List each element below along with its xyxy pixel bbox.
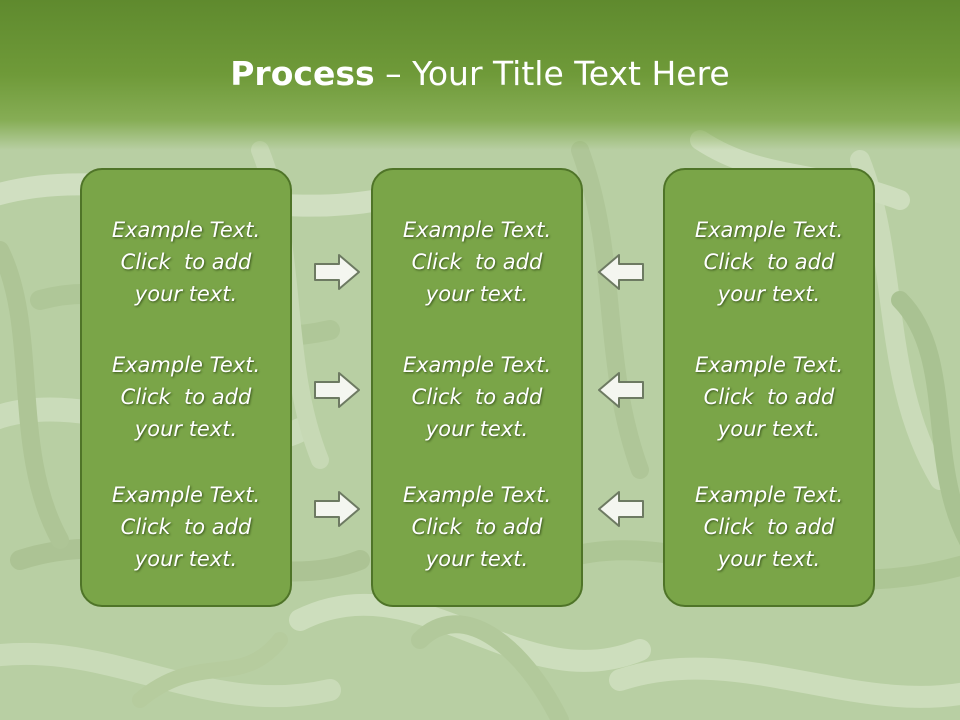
text-line: your text. — [425, 547, 529, 571]
text-line: Example Text. — [694, 353, 844, 377]
text-line: Example Text. — [111, 483, 261, 507]
text-block[interactable]: Example Text. Click to add your text. — [665, 479, 873, 575]
text-line: Click to add — [411, 250, 543, 274]
header-band — [0, 0, 960, 150]
text-block[interactable]: Example Text. Click to add your text. — [665, 349, 873, 445]
arrow-left-icon — [598, 491, 644, 527]
text-line: Example Text. — [694, 483, 844, 507]
text-line: Example Text. — [111, 218, 261, 242]
text-block[interactable]: Example Text. Click to add your text. — [82, 349, 290, 445]
title-bold: Process — [230, 54, 375, 93]
text-line: Example Text. — [111, 353, 261, 377]
text-block[interactable]: Example Text. Click to add your text. — [82, 214, 290, 310]
arrow-left-icon — [598, 254, 644, 290]
arrow-right-icon — [314, 254, 360, 290]
text-block[interactable]: Example Text. Click to add your text. — [373, 479, 581, 575]
arrow-left-icon — [598, 372, 644, 408]
text-line: your text. — [134, 282, 238, 306]
text-line: your text. — [717, 417, 821, 441]
text-block[interactable]: Example Text. Click to add your text. — [373, 214, 581, 310]
text-block[interactable]: Example Text. Click to add your text. — [373, 349, 581, 445]
text-block[interactable]: Example Text. Click to add your text. — [82, 479, 290, 575]
text-line: your text. — [134, 547, 238, 571]
text-line: Example Text. — [694, 218, 844, 242]
text-line: your text. — [717, 547, 821, 571]
text-line: Click to add — [120, 385, 252, 409]
text-line: Click to add — [703, 515, 835, 539]
text-line: Example Text. — [402, 353, 552, 377]
text-line: Example Text. — [402, 218, 552, 242]
text-line: your text. — [134, 417, 238, 441]
text-line: Click to add — [703, 385, 835, 409]
text-block[interactable]: Example Text. Click to add your text. — [665, 214, 873, 310]
arrow-right-icon — [314, 372, 360, 408]
text-line: Example Text. — [402, 483, 552, 507]
text-line: Click to add — [411, 385, 543, 409]
text-line: your text. — [717, 282, 821, 306]
text-line: Click to add — [120, 250, 252, 274]
process-panel-center[interactable]: Example Text. Click to add your text. Ex… — [371, 168, 583, 607]
text-line: Click to add — [120, 515, 252, 539]
title-rest: – Your Title Text Here — [374, 54, 730, 93]
text-line: Click to add — [703, 250, 835, 274]
text-line: your text. — [425, 417, 529, 441]
process-panel-right[interactable]: Example Text. Click to add your text. Ex… — [663, 168, 875, 607]
process-panel-left[interactable]: Example Text. Click to add your text. Ex… — [80, 168, 292, 607]
arrow-right-icon — [314, 491, 360, 527]
text-line: your text. — [425, 282, 529, 306]
text-line: Click to add — [411, 515, 543, 539]
slide-title[interactable]: Process – Your Title Text Here — [0, 52, 960, 96]
